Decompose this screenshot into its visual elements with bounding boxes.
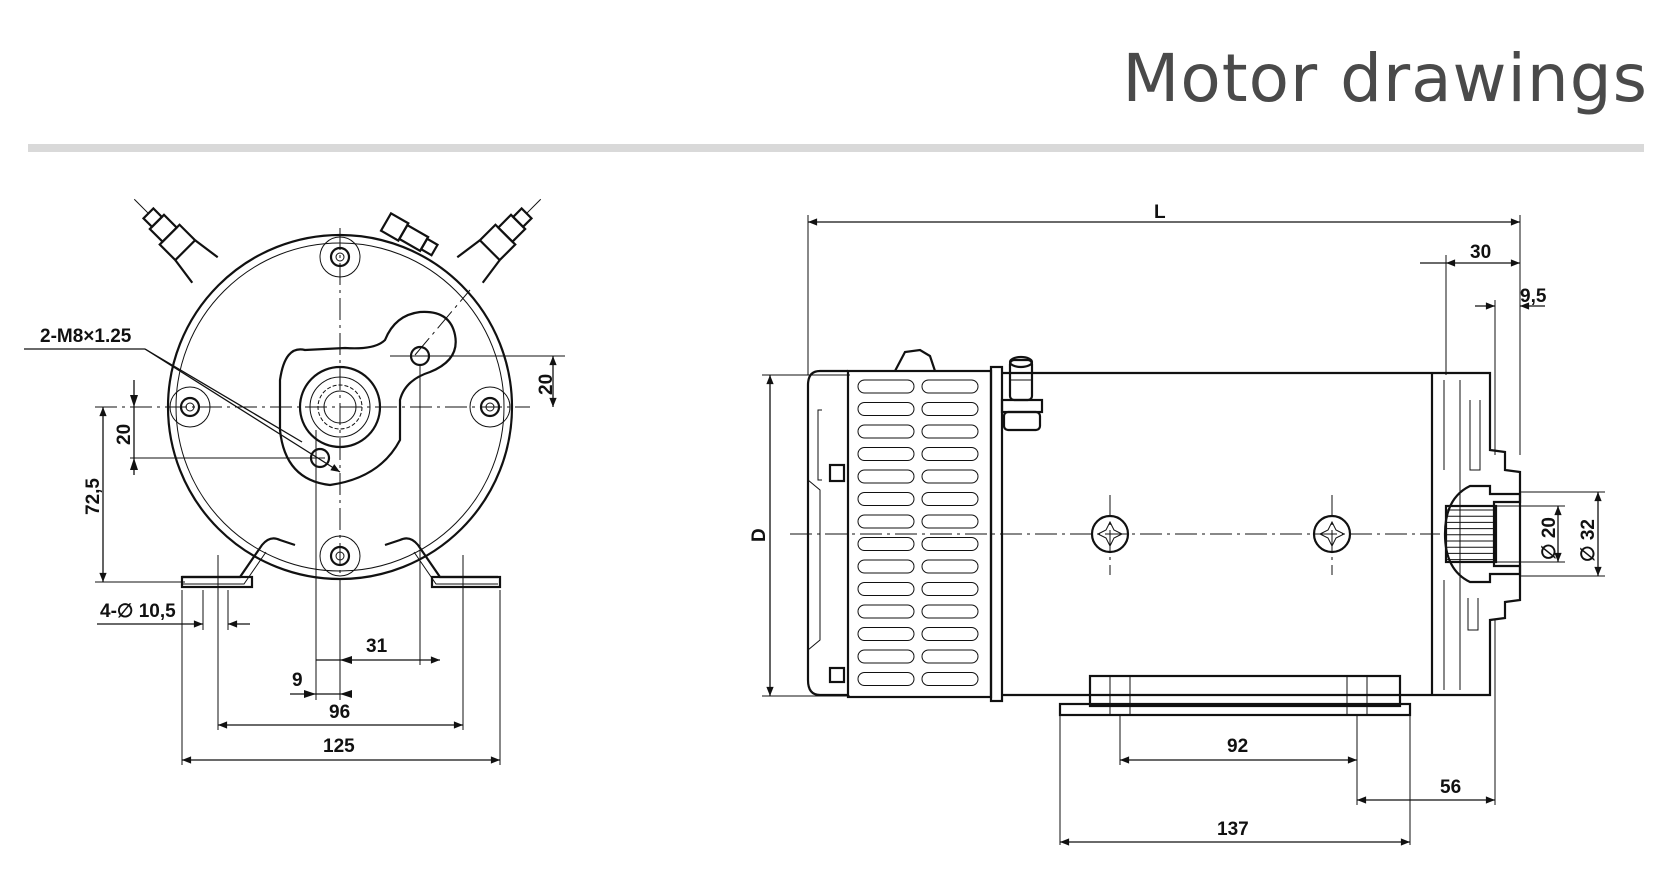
ventilation-slot [857, 649, 915, 664]
ventilation-slot [921, 582, 979, 596]
ventilation-slot [921, 514, 979, 529]
dim20-left-arrow-a [130, 395, 138, 407]
dim9-text: 9 [292, 670, 303, 691]
ventilation-slot [921, 672, 979, 686]
side-view: L 30 9,5 D [749, 202, 1605, 846]
dim125-text: 125 [323, 736, 355, 757]
bolt-boss-top [319, 236, 361, 278]
thread-callout-label: 2-M8×1.25 [40, 326, 132, 347]
ventilation-slot [857, 402, 915, 416]
dimD-text: D [749, 528, 770, 542]
dim31-arrow-left [340, 656, 352, 664]
terminal-left [133, 198, 219, 284]
dim20-left-text: 20 [114, 424, 135, 445]
ventilation-slot [921, 537, 979, 551]
page-title: Motor drawings [1122, 40, 1648, 117]
ventilation-slot [857, 627, 915, 641]
ventilation-slot [857, 672, 915, 686]
ventilation-slots [857, 379, 979, 686]
thread-callout-leader [144, 348, 341, 473]
end-cap-outline [806, 369, 848, 697]
mounting-flange-plate [278, 310, 457, 487]
bolt-boss-left [169, 386, 211, 428]
shaft-spline-body [1444, 504, 1498, 564]
end-cap-bolt-bottom [828, 666, 846, 684]
ventilation-slot [857, 559, 915, 574]
terminal-right [456, 198, 542, 284]
hole-callout-label: 4-∅ 10,5 [100, 601, 176, 622]
ventilation-slot [921, 424, 979, 439]
ventilation-slot [921, 379, 979, 394]
dim9-arrow-a [304, 690, 316, 698]
ventilation-slot [857, 379, 915, 394]
dim20-left-arrow-b [130, 458, 138, 470]
bolt-boss-right [469, 386, 511, 428]
mounting-foot-left-inner [182, 551, 267, 585]
dim96-text: 96 [329, 702, 350, 723]
side-foot-base [1058, 702, 1412, 717]
dimL-text: L [1154, 202, 1166, 223]
motor-body-outline [1002, 371, 1432, 697]
dim9-5-text: 9,5 [1520, 286, 1547, 307]
mounting-foot-left [182, 537, 296, 579]
dim31-text: 31 [366, 636, 388, 657]
side-foot-block [1088, 674, 1402, 708]
dim30-text: 30 [1470, 242, 1491, 263]
ventilation-slot [921, 492, 979, 506]
shaft-spline [317, 384, 363, 430]
front-centerline-diagonal [414, 289, 471, 356]
dim20-top-text: 20 [536, 374, 557, 395]
dim56-text: 56 [1440, 777, 1461, 798]
dim72-text: 72,5 [83, 478, 104, 515]
dim137-text: 137 [1217, 819, 1249, 840]
band-clamp [894, 348, 937, 372]
thread-callout-leader-2 [144, 348, 303, 443]
terminal-center [379, 211, 440, 257]
bolt-boss-bottom [319, 535, 361, 577]
shaft-core [323, 390, 357, 424]
ventilation-slot [921, 469, 979, 484]
side-screw-right [1312, 495, 1352, 575]
shaft-outer [298, 365, 382, 449]
front-view: 2-M8×1.25 20 20 72,5 4-∅ 10,5 [24, 198, 565, 765]
ventilation-slot [921, 447, 979, 461]
end-cap-inner [807, 409, 822, 651]
ventilation-slot [921, 627, 979, 641]
drive-end-flange [1430, 371, 1522, 697]
end-cap-bolt-top [828, 463, 846, 483]
shaft-ring [309, 376, 371, 438]
ventilation-slot [857, 469, 915, 484]
foot-pad-right [430, 575, 502, 589]
ventilation-slot [921, 649, 979, 664]
dim9-arrow-b [340, 690, 352, 698]
ventilation-slot [921, 559, 979, 574]
ventilation-slot [857, 604, 915, 619]
mounting-foot-right [384, 537, 498, 579]
ventilation-slot [857, 582, 915, 596]
side-screw-left [1090, 495, 1130, 575]
ventilation-slot [857, 514, 915, 529]
ventilation-slot [921, 402, 979, 416]
ventilation-slot [857, 424, 915, 439]
mounting-foot-right-inner [413, 551, 498, 585]
ventilation-slot [857, 537, 915, 551]
ventilation-slot [857, 492, 915, 506]
shaft-section-hatch [1443, 484, 1522, 584]
dim92-text: 92 [1227, 736, 1248, 757]
ventilation-slot [921, 604, 979, 619]
phi20-text: ∅ 20 [1539, 517, 1560, 560]
shaft-spline-lines [1446, 509, 1496, 561]
ventilation-slot [857, 447, 915, 461]
body-terminal [1000, 355, 1044, 432]
title-divider [28, 144, 1644, 152]
foot-pad-left [180, 575, 254, 589]
phi32-text: ∅ 32 [1578, 519, 1599, 562]
